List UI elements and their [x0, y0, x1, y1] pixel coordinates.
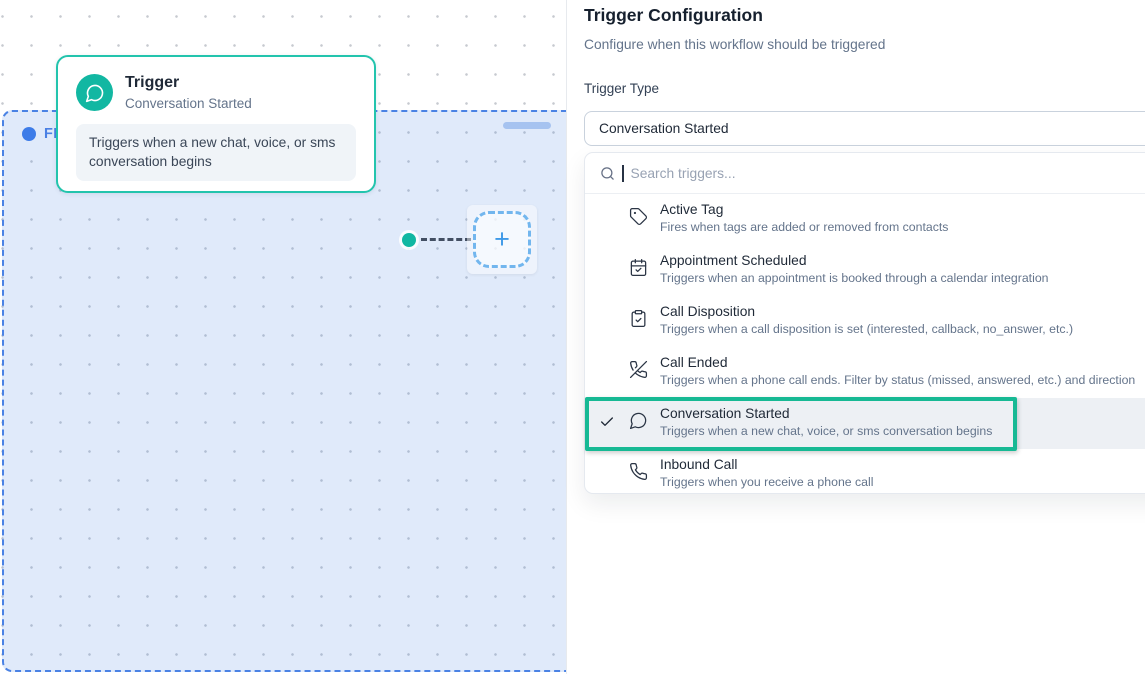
- option-appointment-scheduled[interactable]: Appointment Scheduled Triggers when an a…: [585, 245, 1145, 296]
- trigger-node-card[interactable]: Trigger Conversation Started Triggers wh…: [56, 55, 376, 193]
- option-name: Conversation Started: [660, 406, 790, 421]
- option-name: Call Ended: [660, 355, 728, 370]
- plus-icon: +: [494, 224, 510, 254]
- option-name: Active Tag: [660, 202, 724, 217]
- option-desc: Triggers when a phone call ends. Filter …: [660, 373, 1136, 387]
- option-desc: Triggers when a call disposition is set …: [660, 322, 1074, 336]
- option-desc: Triggers when a new chat, voice, or sms …: [660, 424, 993, 438]
- flow-status-dot: [22, 127, 36, 141]
- option-call-ended[interactable]: Call Ended Triggers when a phone call en…: [585, 347, 1145, 398]
- option-desc: Fires when tags are added or removed fro…: [660, 220, 949, 234]
- panel-subtitle: Configure when this workflow should be t…: [584, 37, 886, 52]
- trigger-type-select[interactable]: Conversation Started: [584, 111, 1145, 146]
- text-cursor: [622, 164, 624, 182]
- node-description: Triggers when a new chat, voice, or sms …: [76, 124, 356, 181]
- tag-icon: [629, 207, 648, 226]
- phone-icon: [629, 462, 648, 481]
- phone-off-icon: [629, 360, 648, 379]
- option-conversation-started-selected[interactable]: Conversation Started Triggers when a new…: [585, 398, 1145, 449]
- node-subtitle: Conversation Started: [125, 95, 252, 111]
- flow-group-region[interactable]: FLOW 1: [2, 110, 566, 672]
- connector-output-dot[interactable]: [402, 233, 416, 247]
- option-desc: Triggers when you receive a phone call: [660, 475, 874, 489]
- message-circle-icon: [629, 411, 648, 430]
- add-node-button[interactable]: +: [473, 211, 531, 268]
- option-call-disposition[interactable]: Call Disposition Triggers when a call di…: [585, 296, 1145, 347]
- search-icon: [600, 166, 615, 181]
- trigger-type-label: Trigger Type: [584, 81, 660, 96]
- panel-title: Trigger Configuration: [584, 5, 763, 25]
- check-icon: [599, 414, 615, 430]
- option-active-tag[interactable]: Active Tag Fires when tags are added or …: [585, 194, 1145, 245]
- message-circle-icon: [76, 74, 113, 111]
- node-title: Trigger: [125, 74, 180, 92]
- option-name: Call Disposition: [660, 304, 756, 319]
- flow-drag-handle[interactable]: [503, 122, 551, 129]
- workflow-canvas[interactable]: FLOW 1 Trigger Conversation Started Trig…: [0, 0, 566, 674]
- option-name: Inbound Call: [660, 457, 738, 472]
- option-inbound-call[interactable]: Inbound Call Triggers when you receive a…: [585, 449, 1145, 493]
- trigger-config-panel: Trigger Configuration Configure when thi…: [566, 0, 1145, 674]
- search-placeholder: Search triggers...: [630, 165, 736, 181]
- trigger-dropdown: Search triggers... Active Tag Fires when…: [584, 152, 1145, 494]
- connector-dashed-line: [421, 238, 471, 241]
- search-input[interactable]: Search triggers...: [585, 153, 1145, 194]
- option-desc: Triggers when an appointment is booked t…: [660, 271, 1049, 285]
- option-name: Appointment Scheduled: [660, 253, 807, 268]
- calendar-check-icon: [629, 258, 648, 277]
- clipboard-check-icon: [629, 309, 648, 328]
